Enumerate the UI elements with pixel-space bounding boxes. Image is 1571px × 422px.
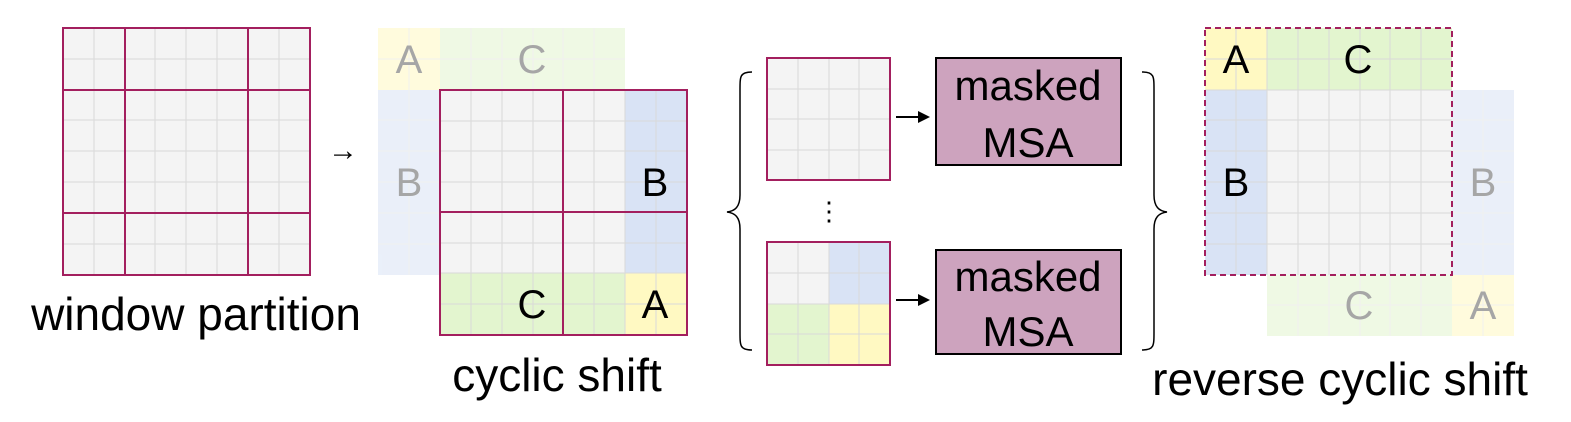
reverse-ghost-letter-b: B: [1470, 161, 1497, 205]
window-bottom: [766, 241, 891, 366]
cyclic-shift-label: cyclic shift: [452, 349, 662, 401]
msa-bottom-line1: masked: [954, 253, 1101, 300]
masked-msa-box-top: masked MSA: [935, 57, 1122, 166]
masked-msa-box-bottom: masked MSA: [935, 249, 1122, 355]
reverse-ghost-letter-a: A: [1470, 284, 1497, 328]
msa-bottom-line2: MSA: [982, 308, 1073, 355]
window-partition-label: window partition: [30, 288, 361, 340]
reverse-ghost-regions: [1267, 90, 1514, 336]
letter-a: A: [642, 283, 669, 327]
ghost-regions: [378, 28, 625, 275]
restored-letter-a: A: [1223, 38, 1250, 82]
ghost-letter-c: C: [518, 38, 547, 82]
arrow-icon: →: [328, 134, 358, 167]
restored-letter-b: B: [1223, 161, 1250, 205]
restored-letter-c: C: [1344, 38, 1373, 82]
ghost-letter-a: A: [396, 38, 423, 82]
ghost-letter-b: B: [396, 161, 423, 205]
arrow-icon-bottom: [896, 294, 930, 306]
arrow-icon-top: [896, 111, 930, 123]
reverse-ghost-letter-c: C: [1345, 284, 1374, 328]
masked-msa-panel: ⋮ masked MSA: [726, 57, 1168, 366]
reverse-cyclic-shift-label: reverse cyclic shift: [1152, 353, 1528, 405]
letter-c: C: [518, 283, 547, 327]
right-curly-brace: [1141, 71, 1168, 351]
cyclic-shift-panel: A C B B C A cyclic shift: [378, 28, 688, 401]
shifted-window-borders: [439, 89, 688, 336]
window-partition-panel: window partition: [30, 27, 361, 340]
left-curly-brace: [726, 71, 753, 351]
msa-top-line1: masked: [954, 62, 1101, 109]
window-top: [766, 57, 891, 181]
reverse-cyclic-shift-panel: B C A A C B reverse cyclic shift: [1152, 27, 1528, 405]
msa-top-line2: MSA: [982, 119, 1073, 166]
restored-dashed-border: [1204, 27, 1453, 276]
letter-b: B: [642, 161, 669, 205]
restored-grid-lines: [1205, 28, 1452, 275]
vertical-ellipsis: ⋮: [816, 196, 842, 226]
window-borders: [62, 27, 311, 276]
